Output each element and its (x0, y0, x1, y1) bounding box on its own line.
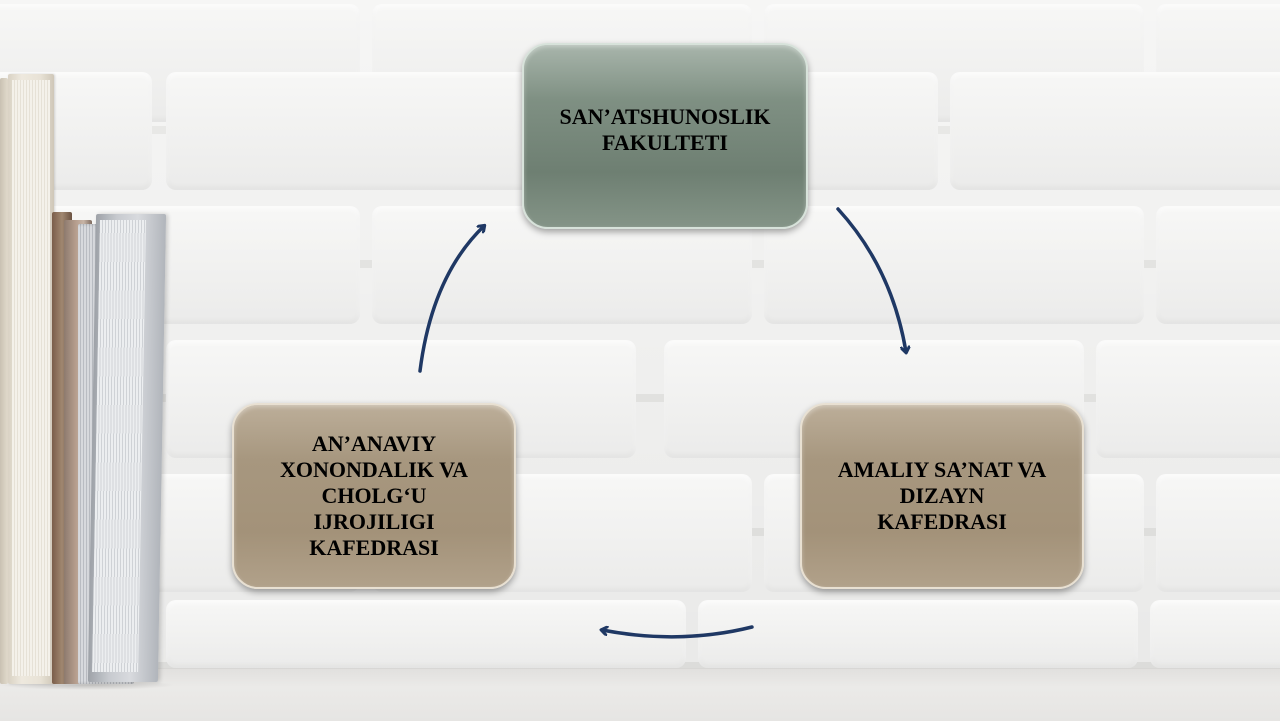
arrow-right-to-left (602, 627, 754, 639)
shelf-surface (0, 668, 1280, 721)
books-shadow (0, 680, 175, 690)
arrow-top-to-right (836, 207, 906, 352)
arrow-left-to-top (418, 226, 484, 373)
node-faculty: SAN’ATSHUNOSLIK FAKULTETI (522, 43, 808, 229)
node-applied-art-label: AMALIY SA’NAT VA DIZAYN KAFEDRASI (837, 457, 1047, 534)
node-faculty-label: SAN’ATSHUNOSLIK FAKULTETI (559, 104, 771, 155)
node-traditional-singing-department: AN’ANAVIY XONONDALIK VA CHOLG‘U IJROJILI… (232, 403, 516, 589)
book-spine-1 (0, 78, 8, 684)
node-applied-art-department: AMALIY SA’NAT VA DIZAYN KAFEDRASI (800, 403, 1084, 589)
node-traditional-singing-label: AN’ANAVIY XONONDALIK VA CHOLG‘U IJROJILI… (279, 431, 469, 560)
book-spine-2 (8, 74, 54, 684)
